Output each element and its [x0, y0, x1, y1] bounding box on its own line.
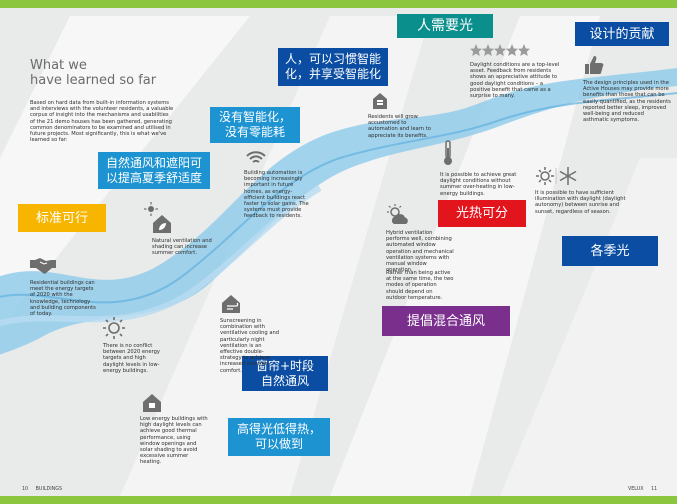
note-design-principles: The design principles used in the Active… [583, 80, 671, 124]
tag-light-heat: 光热可分 [438, 200, 526, 227]
note-low-energy: Low energy buildings with high daylight … [140, 416, 208, 466]
thumbs-up-icon [583, 54, 605, 76]
bottom-green-bar [0, 496, 677, 504]
tag-people-need-light: 人需要光 [397, 14, 493, 38]
tag-design-contribution: 设计的贡献 [575, 22, 669, 46]
house-leaf-icon [152, 214, 172, 234]
house-panel-icon [372, 92, 388, 110]
note-temperature: It is possible to achieve great daylight… [440, 172, 517, 197]
footer-left-page: 10 [22, 487, 29, 492]
note-automation: Building automation is becoming increasi… [244, 170, 309, 220]
footer-left: 10 BUILDINGS [22, 487, 62, 492]
note-daylight: Daylight conditions are a top-level asse… [470, 62, 560, 100]
star-rating-icon [470, 44, 530, 58]
top-green-bar [0, 0, 677, 8]
sun-snowflake-icon [536, 166, 580, 186]
note-no-conflict: There is no conflict between 2020 energy… [103, 343, 161, 374]
tag-standard: 标准可行 [18, 204, 106, 232]
note-natural-shading: Natural ventilation and shading can incr… [152, 238, 212, 257]
note-sunscreening: Sunscreening in combination with ventila… [220, 318, 280, 374]
handshake-icon [30, 256, 56, 274]
thermometer-icon [442, 140, 454, 166]
sun-outline-icon [103, 317, 125, 339]
intro-text: Based on hard data from built-in informa… [30, 100, 174, 144]
sun-small-icon [144, 202, 158, 216]
tag-habits: 人，可以习惯智能化，并享受智能化 [278, 48, 388, 86]
tag-high-light: 高得光低得热，可以做到 [228, 418, 330, 456]
note-seasons: It is possible to have sufficient illumi… [535, 190, 626, 215]
footer-right-page: 11 [651, 487, 658, 492]
house-wind-icon [221, 294, 243, 314]
tag-seasons: 各季光 [562, 236, 658, 266]
tag-natural-ventilation: 自然通风和遮阳可以提高夏季舒适度 [98, 152, 210, 189]
note-hybrid-rather: Rather than being active at the same tim… [386, 270, 454, 301]
wifi-icon [246, 151, 266, 165]
title-line-1: What we [30, 58, 87, 73]
note-residents: Residents will grow accustomed to automa… [368, 114, 431, 139]
background-light-rays [0, 16, 677, 496]
house-window-icon [142, 393, 162, 413]
title-line-2: have learned so far [30, 73, 157, 88]
tag-hybrid: 提倡混合通风 [382, 306, 510, 336]
sun-cloud-icon [386, 204, 412, 226]
footer-right-label: VELUX [628, 487, 644, 492]
footer-left-label: BUILDINGS [35, 487, 62, 492]
tag-curtain: 窗帘+时段自然通风 [242, 356, 328, 391]
note-hybrid: Hybrid ventilation performs well, combin… [386, 230, 454, 274]
tag-no-smart: 没有智能化，没有零能耗 [210, 107, 300, 143]
page-title: What we have learned so far [30, 58, 156, 88]
note-residential: Residential buildings can meet the energ… [30, 280, 96, 318]
footer-right: VELUX 11 [628, 487, 657, 492]
